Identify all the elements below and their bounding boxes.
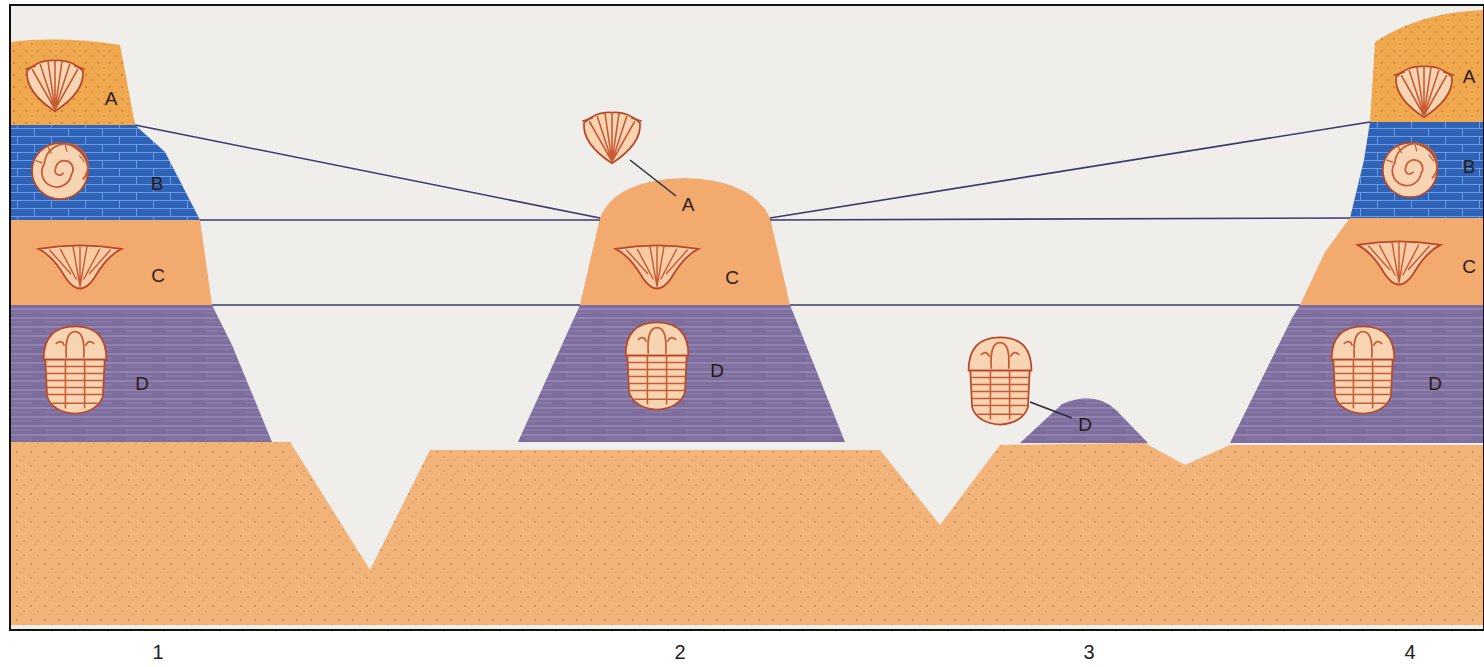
layer-letter: D xyxy=(1428,374,1442,393)
layer-letter: D xyxy=(710,361,724,380)
frame xyxy=(10,5,1484,630)
layer-b xyxy=(10,125,200,220)
layer-c xyxy=(580,178,790,305)
column-number: 2 xyxy=(674,642,685,662)
layer-c xyxy=(1300,218,1484,305)
layer-letter: D xyxy=(135,374,149,393)
fossils xyxy=(25,60,1454,424)
layer-d xyxy=(518,305,845,442)
layer-letter: C xyxy=(1462,257,1476,276)
layer-letter: C xyxy=(725,268,739,287)
layer-letter: C xyxy=(151,266,165,285)
column-number: 3 xyxy=(1083,642,1094,662)
layer-c xyxy=(10,220,212,305)
layer-letter: B xyxy=(1463,157,1476,176)
layer-d xyxy=(10,305,272,442)
sky-ground xyxy=(10,5,1484,630)
correlation-lines xyxy=(135,122,1370,305)
layer-b xyxy=(1350,122,1484,218)
layer-letter: B xyxy=(151,174,164,193)
layer-d xyxy=(1020,398,1148,443)
layer-d xyxy=(1230,305,1484,443)
layer-letter: D xyxy=(1078,415,1092,434)
layer-letter: A xyxy=(682,195,695,214)
layer-a xyxy=(10,40,135,125)
layer-a xyxy=(1370,10,1484,122)
column-number: 1 xyxy=(152,642,163,662)
base-rock xyxy=(10,442,1484,625)
column-number: 4 xyxy=(1404,642,1415,662)
layer-letter: A xyxy=(105,89,118,108)
layer-letter: A xyxy=(1463,67,1476,86)
